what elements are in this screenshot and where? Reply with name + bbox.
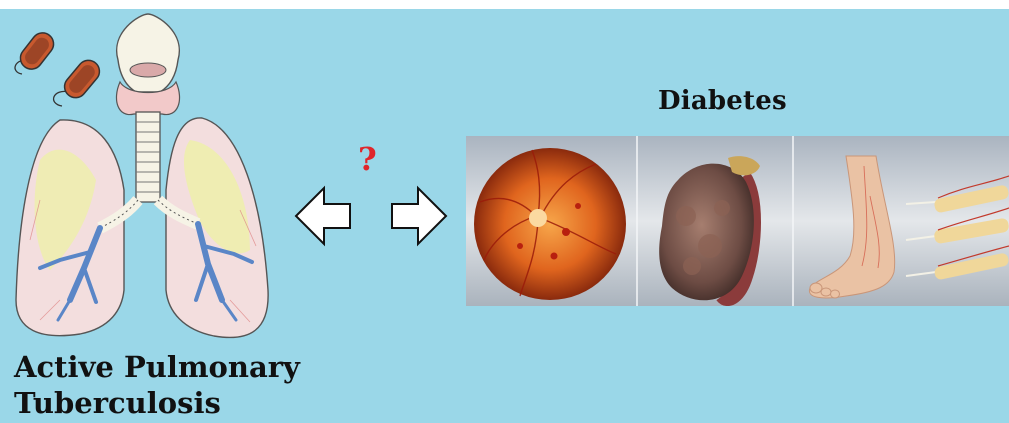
trachea <box>136 112 160 202</box>
retina-image <box>474 148 626 300</box>
arrow-right-icon <box>392 188 446 244</box>
double-arrow-icon <box>296 188 446 244</box>
tuberculosis-title: Active Pulmonary Tuberculosis <box>14 349 300 421</box>
tuberculosis-title-line2: Tuberculosis <box>14 385 300 421</box>
diabetes-complications-panel <box>466 136 1009 306</box>
tuberculosis-title-line1: Active Pulmonary <box>14 349 300 385</box>
diabetes-title: Diabetes <box>658 86 787 116</box>
larynx-cartilage <box>130 63 166 77</box>
larynx <box>117 14 180 92</box>
question-mark: ? <box>358 140 377 178</box>
bacteria-icon <box>15 28 58 74</box>
bacteria-icon <box>54 56 104 106</box>
arrow-left-icon <box>296 188 350 244</box>
